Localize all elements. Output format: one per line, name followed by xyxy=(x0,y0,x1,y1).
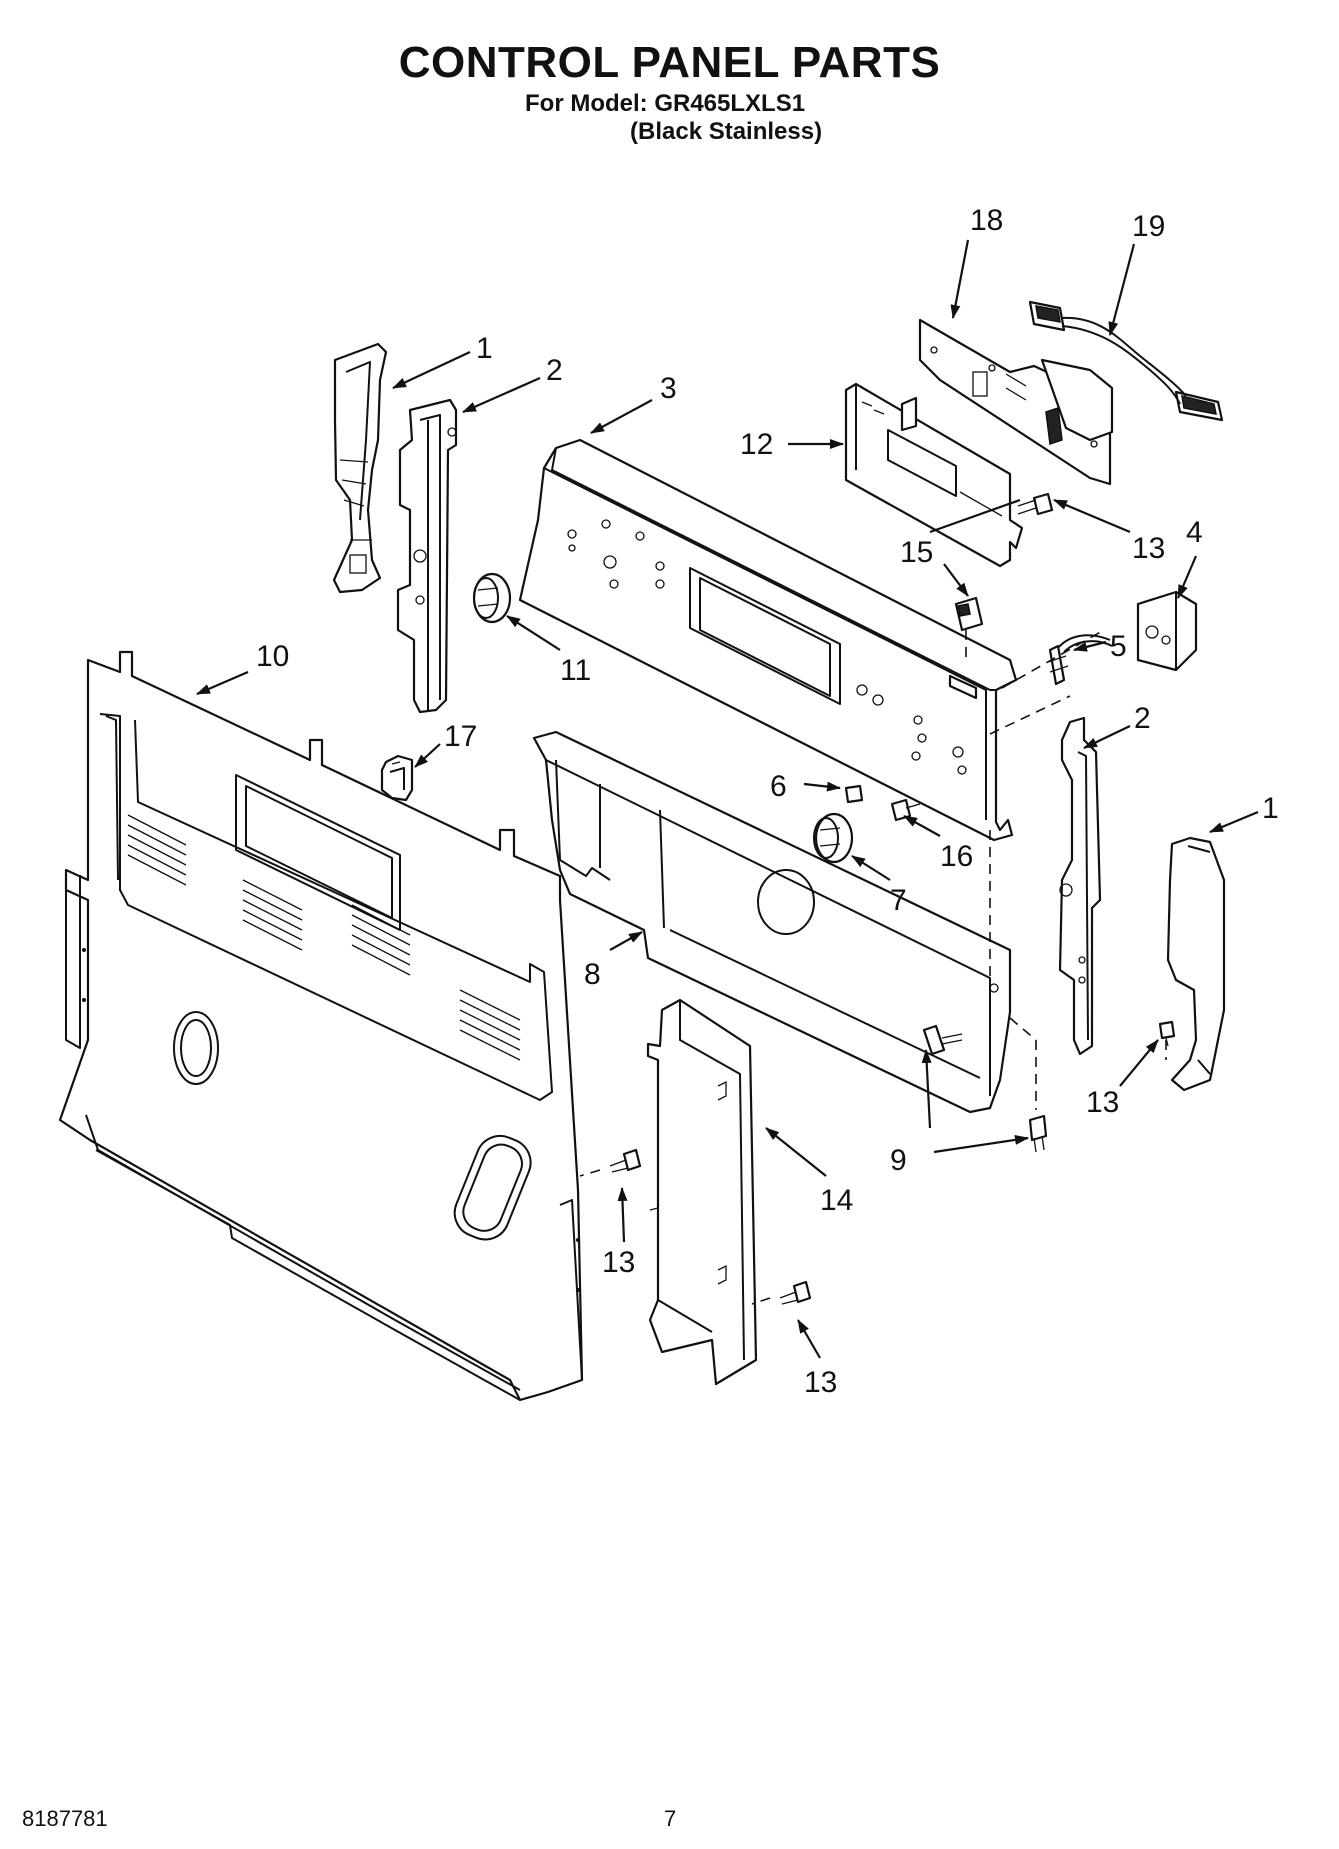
callout-numbers: 1 2 3 18 19 12 13 4 15 5 10 11 17 2 1 6 … xyxy=(256,204,1279,1399)
callout-4: 4 xyxy=(1186,516,1203,549)
part-4-terminal-block xyxy=(1136,590,1198,672)
part-8-lower-channel xyxy=(532,730,1012,1114)
callout-10: 10 xyxy=(256,640,289,673)
callout-14: 14 xyxy=(820,1184,853,1217)
callout-1-left: 1 xyxy=(476,332,493,365)
callout-6: 6 xyxy=(770,770,787,803)
callout-19: 19 xyxy=(1132,210,1165,243)
callout-13-right: 13 xyxy=(1086,1086,1119,1119)
page-title: CONTROL PANEL PARTS xyxy=(398,38,941,87)
callout-11: 11 xyxy=(560,654,591,687)
page-number: 7 xyxy=(664,1806,677,1831)
callout-13-top: 13 xyxy=(1132,532,1165,565)
callout-5: 5 xyxy=(1110,630,1127,663)
part-10-rear-panel xyxy=(58,650,584,1402)
part-19-wire-harness xyxy=(1028,300,1224,422)
part-11-knob xyxy=(472,572,512,624)
callout-8: 8 xyxy=(584,958,601,991)
part-9-screw-a xyxy=(922,1024,963,1056)
document-number: 8187781 xyxy=(22,1806,108,1831)
part-5-wire-connector xyxy=(1047,634,1113,686)
model-line: For Model: GR465LXLS1 xyxy=(525,90,806,117)
part-17-clip xyxy=(380,754,414,802)
callout-7: 7 xyxy=(890,884,907,917)
part-18-circuit-board xyxy=(918,318,1114,486)
callout-18: 18 xyxy=(970,204,1003,237)
finish-line: (Black Stainless) xyxy=(630,118,823,145)
callout-13-bottom: 13 xyxy=(804,1366,837,1399)
callout-17: 17 xyxy=(444,720,477,753)
callout-3: 3 xyxy=(660,372,677,405)
part-1-left-end-cap xyxy=(332,342,388,594)
part-13-screw-a xyxy=(1017,492,1054,516)
part-2-right-bracket xyxy=(1058,716,1102,1056)
callout-2-left: 2 xyxy=(546,354,563,387)
part-9-screw-b xyxy=(1028,1114,1048,1153)
assembly-guide-lines xyxy=(579,629,1167,1305)
callout-16: 16 xyxy=(940,840,973,873)
callout-1-right: 1 xyxy=(1262,792,1279,825)
part-7-knob xyxy=(813,812,854,864)
part-15-switch xyxy=(954,596,984,632)
part-12-electronic-control xyxy=(844,382,1024,568)
callout-12: 12 xyxy=(740,428,773,461)
part-13-screw-d xyxy=(779,1280,812,1305)
callout-15: 15 xyxy=(900,536,933,569)
part-13-screw-b xyxy=(1158,1020,1176,1047)
part-13-screw-c xyxy=(609,1148,642,1173)
part-14-side-bracket xyxy=(646,998,758,1386)
part-3-control-panel xyxy=(518,438,1018,842)
part-6-screw xyxy=(844,784,864,804)
leader-lines xyxy=(196,239,1259,1359)
part-1-right-end-cap xyxy=(1166,836,1226,1092)
part-2-left-bracket xyxy=(396,398,458,714)
callout-9: 9 xyxy=(890,1144,907,1177)
callout-2-right: 2 xyxy=(1134,702,1151,735)
callout-13-left: 13 xyxy=(602,1246,635,1279)
